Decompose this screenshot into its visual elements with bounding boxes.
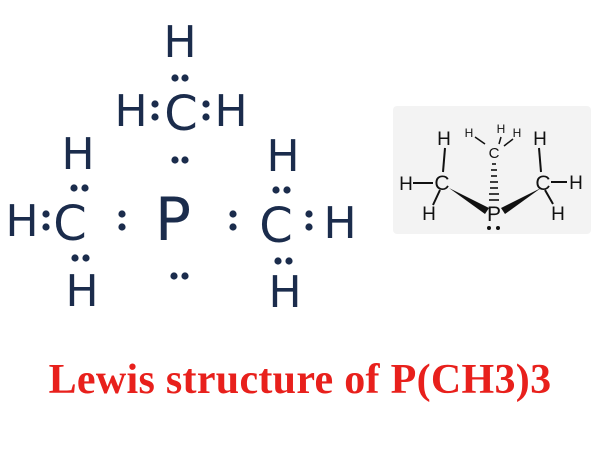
inset-right-carbon: C [535, 172, 550, 195]
center-phosphorus: P [155, 185, 191, 255]
left-left-bond-dots [42, 210, 50, 231]
inset-h: H [437, 129, 451, 150]
p-right-carbon-bond-dots [229, 210, 237, 231]
inset-h: H [533, 129, 547, 150]
inset-lone-pair [487, 226, 500, 230]
top-h-upper: H [163, 17, 196, 68]
top-left-bond-dots [151, 100, 159, 121]
left-carbon: C [53, 196, 87, 252]
wedge-bond-right [501, 188, 541, 214]
phosphorus-lone-pair [170, 272, 189, 280]
caption-title: Lewis structure of P(CH3)3 [48, 357, 552, 403]
inset-left-carbon: C [434, 172, 449, 195]
right-upper-bond-dots [272, 186, 291, 194]
inset-h: H [399, 174, 413, 195]
bond-line [498, 136, 502, 145]
inset-h: H [422, 204, 436, 225]
bond-line [503, 138, 514, 147]
bond-line [442, 147, 446, 173]
wedge-bond-left [449, 188, 489, 214]
left-h-lower: H [65, 266, 98, 317]
left-carbon-p-bond-dots [118, 210, 126, 231]
inset-h: H [569, 173, 583, 194]
right-h-upper: H [266, 131, 299, 182]
top-upper-bond-dots [171, 74, 189, 82]
top-h-right: H [214, 86, 247, 137]
left-h-upper: H [61, 129, 94, 180]
top-carbon: C [164, 86, 198, 142]
inset-h: H [513, 126, 522, 140]
inset-h: H [465, 126, 474, 140]
left-upper-bond-dots [70, 184, 89, 192]
wedge-dash-structure: H H C H H H H C P H C H H [399, 122, 583, 230]
right-right-bond-dots [305, 210, 313, 231]
bond-line [474, 136, 486, 145]
lewis-dot-diagram: H H C H P H H C H H C H [5, 17, 356, 318]
inset-h: H [497, 122, 506, 136]
right-h-right: H [323, 198, 356, 249]
inset-top-carbon: C [489, 145, 500, 162]
right-lower-bond-dots [274, 257, 293, 265]
bond-line [544, 189, 554, 205]
left-lower-bond-dots [71, 254, 90, 262]
left-h-left: H [5, 196, 38, 247]
3d-structure-inset: H H C H H H H C P H C H H [393, 106, 591, 234]
top-h-left: H [114, 86, 147, 137]
inset-h: H [551, 204, 565, 225]
p-top-bond-dots [171, 156, 189, 164]
right-carbon: C [259, 198, 293, 254]
top-right-bond-dots [202, 100, 210, 121]
bond-line [538, 147, 542, 173]
right-h-lower: H [268, 267, 301, 318]
inset-phosphorus: P [487, 203, 501, 226]
bond-line [432, 189, 441, 206]
hashed-bond [489, 163, 499, 201]
